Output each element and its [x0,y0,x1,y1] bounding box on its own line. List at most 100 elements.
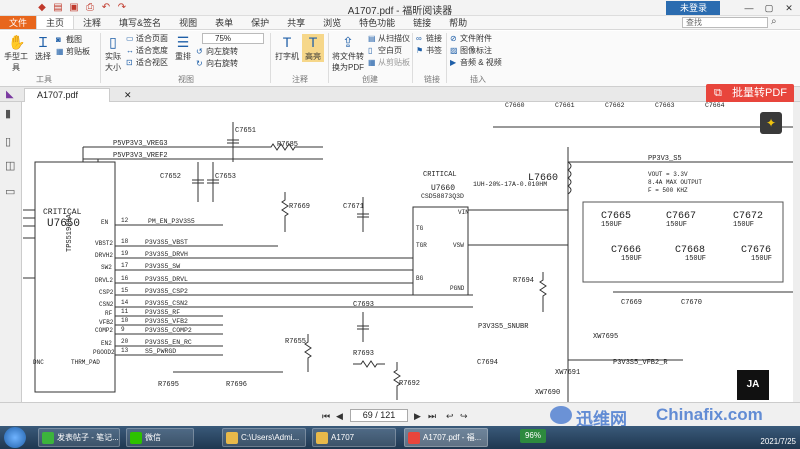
fit-visible-button[interactable]: ⊡适合视区 [126,58,168,67]
menu-view[interactable]: 视图 [179,18,198,28]
undo-icon[interactable]: ↶ [101,2,111,13]
menu-file[interactable]: 文件 [0,16,37,29]
r7669-label: R7669 [289,203,310,211]
print-icon[interactable]: ⎙ [86,2,94,13]
first-page-icon[interactable]: ⏮ [322,411,331,421]
clipboard-button[interactable]: ▦剪贴板 [56,47,90,56]
u7660-label: U7660 [431,184,455,193]
batch-convert-pdf-button[interactable]: ⧉ 批量转PDF [706,84,794,103]
menu-help[interactable]: 帮助 [449,18,468,28]
page-number-input[interactable]: 69 / 121 [350,409,408,422]
blank-page-button[interactable]: ▯空白页 [368,46,402,55]
tab-close-icon[interactable]: ✕ [124,90,132,100]
reflow-button[interactable]: ☰ 重排 [175,34,191,61]
save-icon[interactable]: ▣ [69,2,79,13]
net-pm-en: PM_EN_P3V3S5 [148,218,195,225]
os-taskbar: 发表帖子 - 笔记... 微信 C:\Users\Admi... A1707 A… [0,426,800,449]
comments-panel-icon[interactable]: ▭ [5,186,16,198]
next-page-icon[interactable]: ▶ [414,411,421,421]
menu-features[interactable]: 特色功能 [359,18,396,28]
minimize-icon[interactable]: — [744,3,754,13]
menu-share[interactable]: 共享 [287,18,306,28]
schematic-page: CRITICAL U7650 TPS51980A EN VBST2 DRVH2 … [23,102,793,402]
group-divider [328,33,329,83]
pin-num-19: 19 [121,250,129,257]
vertical-scrollbar[interactable] [793,102,800,402]
taskbar-item-wechat[interactable]: 微信 [126,428,194,447]
pages-panel-icon[interactable]: ▯ [5,136,12,148]
audio-video-button[interactable]: ▶音频 & 视频 [450,58,502,67]
net-csp2: P3V3S5_CSP2 [145,288,188,295]
group-label-view: 视图 [178,75,194,84]
pin-num-12: 12 [121,217,129,224]
bookmark-panel-icon[interactable]: ▮ [5,108,12,120]
search-input[interactable]: 查找 [682,17,768,28]
image-annotation-button[interactable]: ▨图像标注 [450,46,492,55]
fit-page-button[interactable]: ▭适合页面 [126,34,168,43]
start-button-icon[interactable] [4,427,26,448]
c7663-label: C7663 [655,102,675,109]
back-icon[interactable]: ↩ [446,411,454,421]
redo-icon[interactable]: ↷ [117,2,127,13]
bookmark-button[interactable]: ⚑书签 [416,46,442,55]
typewriter-button[interactable]: T 打字机 [275,34,299,61]
c7653-label: C7653 [215,173,236,181]
taskbar-item-explorer[interactable]: C:\Users\Admi... [222,428,306,447]
prev-page-icon[interactable]: ◀ [336,411,343,421]
snapshot-button[interactable]: ◙截图 [56,35,82,44]
browser-icon [42,432,54,444]
taskbar-item-notes[interactable]: 发表帖子 - 笔记... [38,428,120,447]
group-divider [412,33,413,83]
document-viewer[interactable]: CRITICAL U7650 TPS51980A EN VBST2 DRVH2 … [23,102,793,402]
actual-size-button[interactable]: ▯ 实际大小 [105,34,121,72]
text-cursor-icon: Ɪ [39,34,47,50]
menu-comment[interactable]: 注释 [83,18,102,28]
forward-icon[interactable]: ↪ [460,411,468,421]
document-tab[interactable]: A1707.pdf ✕ [24,88,132,102]
layers-panel-icon[interactable]: ◫ [5,160,16,172]
file-attachment-button[interactable]: ⊘文件附件 [450,34,492,43]
group-divider [270,33,271,83]
menu-fill-sign[interactable]: 填写&签名 [119,18,162,28]
menu-browse[interactable]: 浏览 [323,18,342,28]
xw7690-label: XW7690 [535,389,560,397]
link-button[interactable]: ∞链接 [416,34,442,43]
taskbar-item-reader[interactable]: A1707.pdf - 福... [404,428,488,447]
menu-protect[interactable]: 保护 [251,18,270,28]
zoom-select[interactable]: 75% [202,33,264,44]
ribbon-toolbar: ✋ 手型工具 Ɪ 选择 ◙截图 ▦剪贴板 ▯ 实际大小 ▭适合页面 ↔适合宽度 … [0,31,800,87]
rotate-left-button[interactable]: ↺向左旋转 [196,47,238,56]
u7660-ic-body [412,206,469,296]
login-button[interactable]: 未登录 [666,1,720,15]
menu-links[interactable]: 链接 [413,18,432,28]
search-icon[interactable]: ⌕ [771,16,777,27]
group-label-insert: 插入 [470,75,486,84]
taskbar-item-a1707-folder[interactable]: A1707 [312,428,396,447]
fit-page-icon: ▭ [126,34,134,43]
pin-num-13: 13 [121,347,129,354]
last-page-icon[interactable]: ⏭ [428,411,437,421]
xw7691-label: XW7691 [555,369,580,377]
from-clipboard-button[interactable]: ▦从剪贴板 [368,58,410,67]
pdf-convert-icon: ⇪ [342,34,354,50]
select-button[interactable]: Ɪ 选择 [35,34,51,61]
maximize-icon[interactable]: ▢ [764,3,774,13]
tip-bulb-icon[interactable]: ✦ [760,112,782,134]
open-icon[interactable]: ▤ [53,2,63,13]
menu-form[interactable]: 表单 [215,18,234,28]
hand-tool-button[interactable]: ✋ 手型工具 [4,34,28,72]
clipboard-icon: ▦ [368,58,376,67]
site-logo-icon: JA [737,370,769,400]
c7672-value: 150UF [733,221,754,229]
convert-to-pdf-button[interactable]: ⇪ 将文件转换为PDF [332,34,364,72]
from-scanner-button[interactable]: ▤从扫描仪 [368,34,410,43]
close-icon[interactable]: ✕ [785,3,793,13]
fit-width-button[interactable]: ↔适合宽度 [126,46,168,55]
highlight-button[interactable]: T 高亮 [302,34,324,62]
group-label-create: 创建 [362,75,378,84]
rotate-right-button[interactable]: ↻向右旋转 [196,59,238,68]
c7660-label: C7660 [505,102,525,109]
menu-home[interactable]: 主页 [36,16,75,29]
c7671-label: C7671 [343,203,364,211]
net-en-rc: P3V3S5_EN_RC [145,339,192,346]
